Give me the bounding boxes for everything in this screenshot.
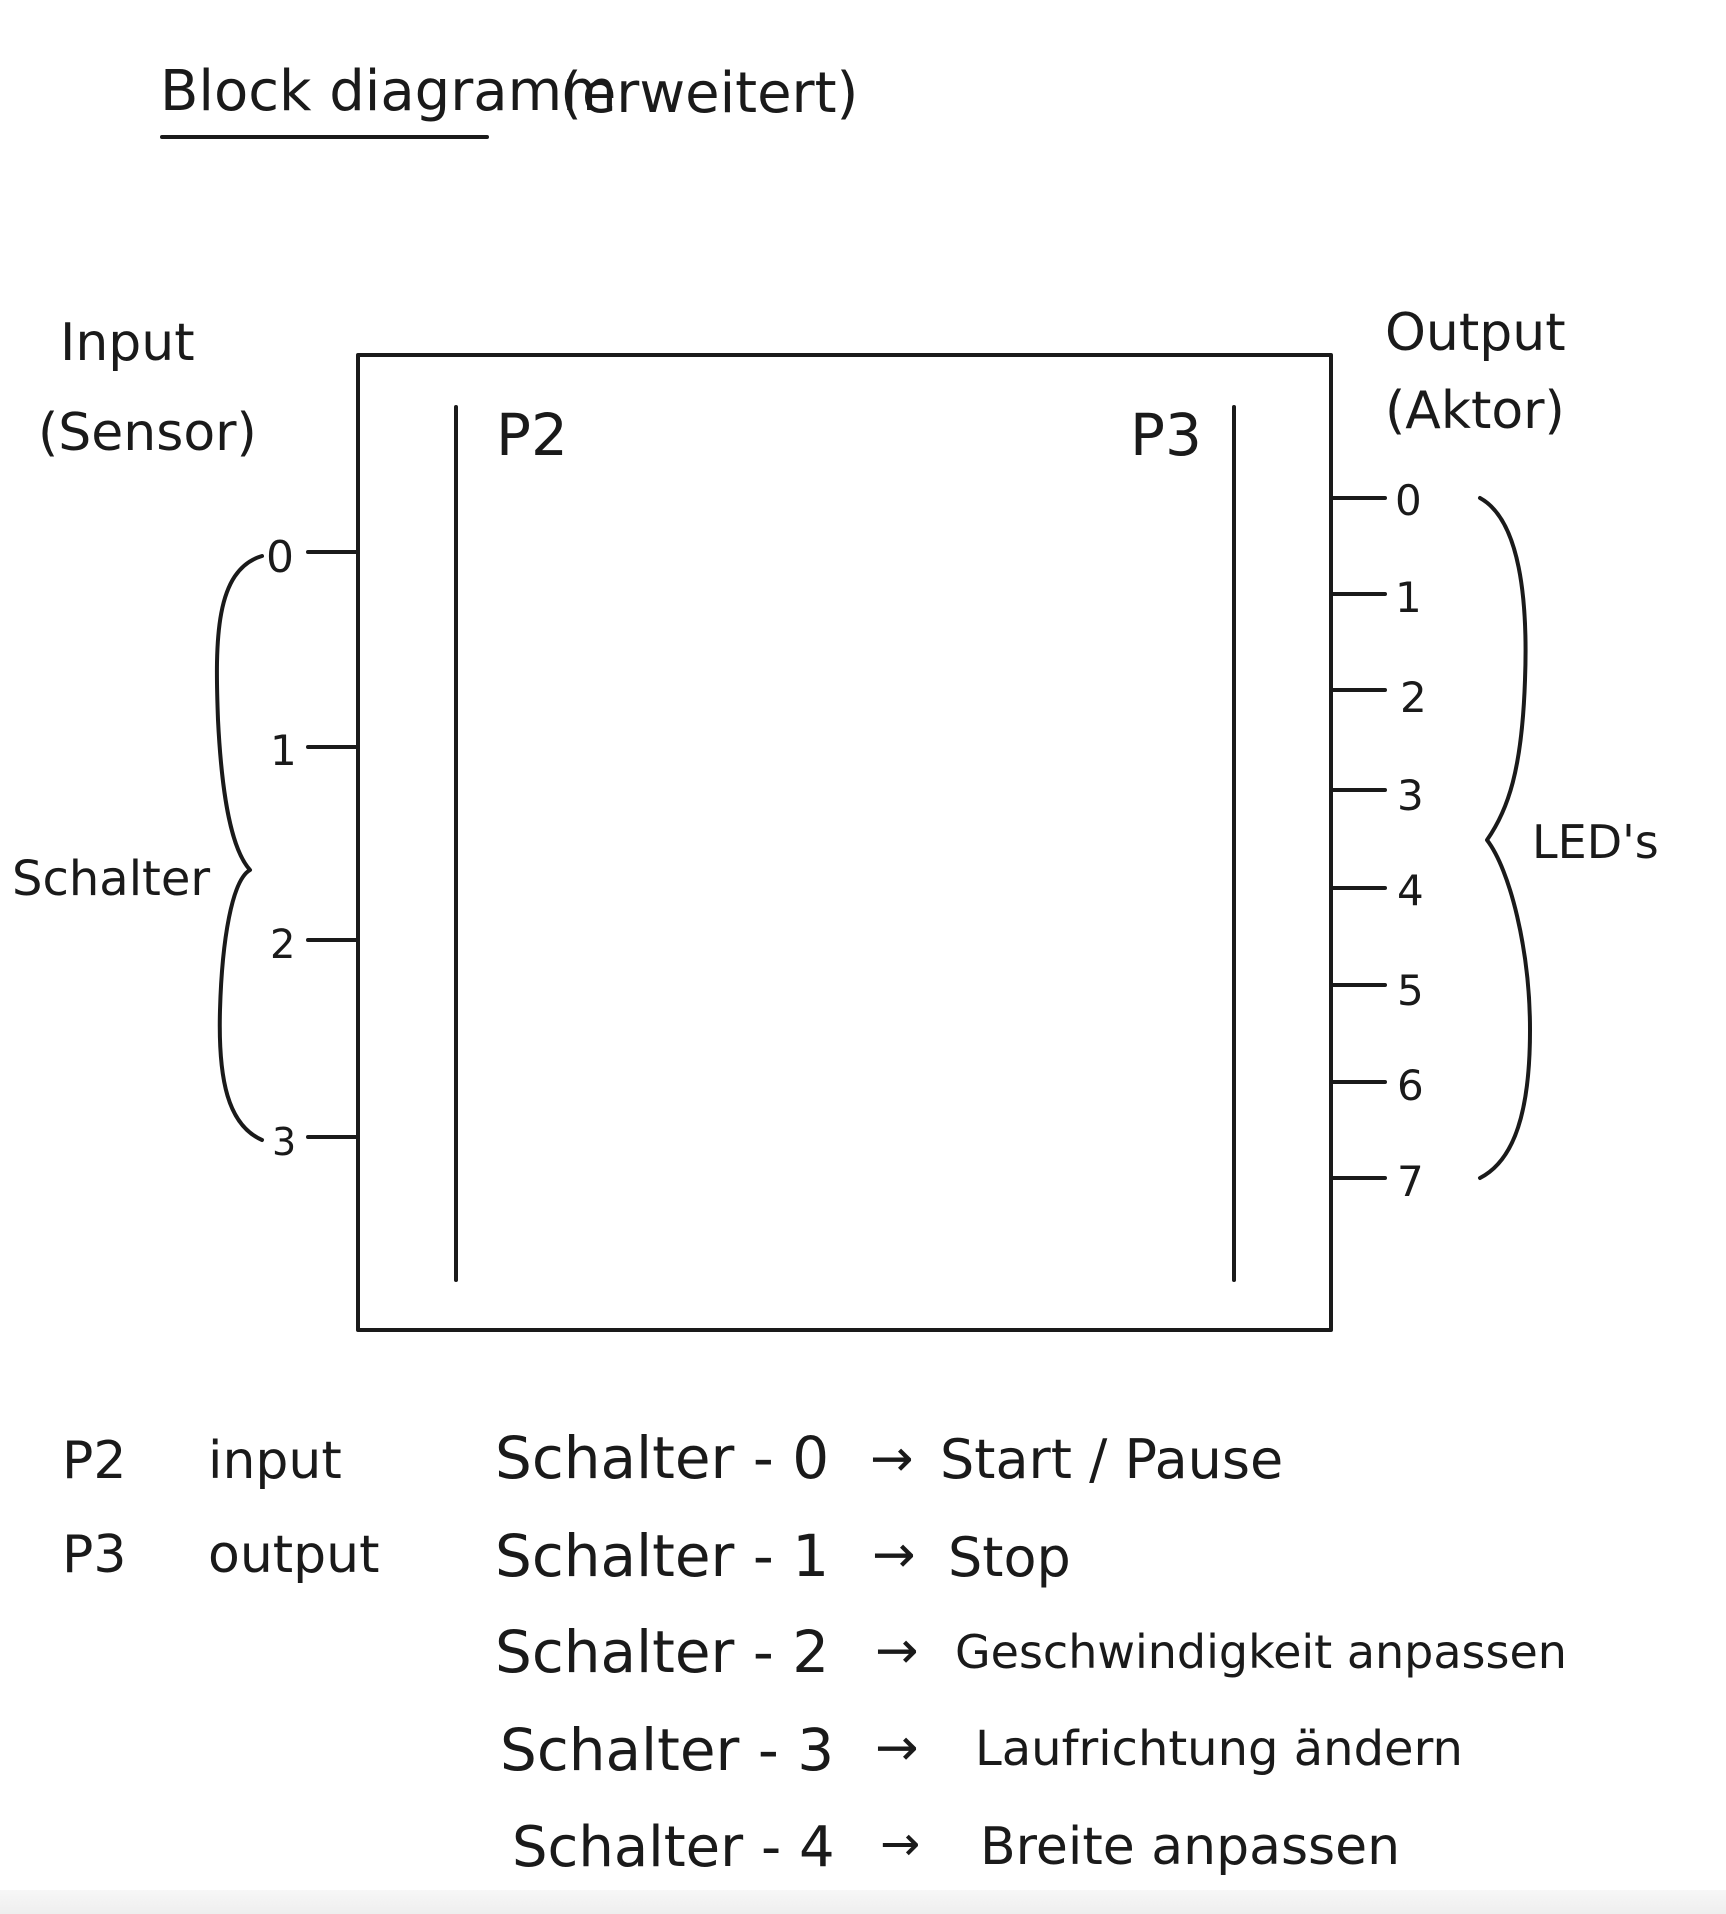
diagram-title: Block diagramm bbox=[160, 59, 617, 124]
input-pin-label-1: 1 bbox=[270, 726, 297, 775]
legend-port-p2: P2 bbox=[62, 1431, 126, 1491]
mapping-action-4: Breite anpassen bbox=[980, 1817, 1400, 1877]
mapping-action-0: Start / Pause bbox=[940, 1428, 1283, 1491]
mapping-action-2: Geschwindigkeit anpassen bbox=[955, 1625, 1567, 1679]
diagram-subtitle: (erweitert) bbox=[560, 61, 858, 126]
mapping-arrow-3: → bbox=[875, 1718, 919, 1778]
output-pin-label-1: 1 bbox=[1395, 573, 1422, 622]
port-legend: P2 input P3 output bbox=[62, 1431, 380, 1585]
microcontroller-block bbox=[356, 353, 1333, 1332]
output-group-brace bbox=[1478, 496, 1532, 1180]
mapping-action-1: Stop bbox=[948, 1526, 1071, 1589]
legend-role-p3: output bbox=[208, 1525, 380, 1585]
output-pin-label-4: 4 bbox=[1397, 866, 1424, 915]
mapping-action-3: Laufrichtung ändern bbox=[975, 1721, 1463, 1777]
output-sublabel: (Aktor) bbox=[1385, 381, 1565, 441]
output-pin-label-0: 0 bbox=[1395, 476, 1422, 525]
mapping-arrow-4: → bbox=[880, 1816, 920, 1872]
output-pin-label-7: 7 bbox=[1397, 1157, 1424, 1206]
mapping-switch-1: Schalter - 1 bbox=[495, 1522, 829, 1590]
mapping-arrow-1: → bbox=[872, 1525, 916, 1585]
input-group-brace bbox=[214, 554, 264, 1142]
input-group-label: Schalter bbox=[12, 851, 210, 907]
mapping-switch-0: Schalter - 0 bbox=[495, 1424, 829, 1492]
input-pin-label-2: 2 bbox=[270, 922, 295, 968]
output-pin-label-5: 5 bbox=[1397, 966, 1424, 1015]
input-pins: 0 1 2 3 bbox=[266, 532, 360, 1164]
input-sublabel: (Sensor) bbox=[38, 403, 257, 463]
output-pin-label-2: 2 bbox=[1400, 673, 1427, 722]
legend-role-p2: input bbox=[208, 1431, 342, 1491]
input-pin-label-3: 3 bbox=[272, 1120, 296, 1164]
output-pin-label-3: 3 bbox=[1397, 771, 1424, 820]
mapping-switch-4: Schalter - 4 bbox=[512, 1815, 835, 1880]
input-pin-label-0: 0 bbox=[266, 532, 294, 583]
port-p3-label: P3 bbox=[1130, 401, 1202, 469]
output-group-label: LED's bbox=[1532, 815, 1659, 869]
switch-mapping-list: Schalter - 0 → Start / Pause Schalter - … bbox=[495, 1424, 1567, 1880]
output-pin-label-6: 6 bbox=[1397, 1061, 1424, 1110]
input-label: Input bbox=[60, 313, 195, 373]
mapping-arrow-2: → bbox=[875, 1621, 919, 1681]
mapping-switch-2: Schalter - 2 bbox=[495, 1618, 829, 1686]
mapping-arrow-0: → bbox=[870, 1429, 914, 1489]
mapping-switch-3: Schalter - 3 bbox=[500, 1716, 834, 1784]
output-label: Output bbox=[1385, 303, 1566, 363]
bottom-edge-shade bbox=[0, 1890, 1726, 1914]
port-p2-label: P2 bbox=[496, 401, 568, 469]
legend-port-p3: P3 bbox=[62, 1525, 126, 1585]
output-pins: 0 1 2 3 4 5 6 7 bbox=[1329, 476, 1427, 1206]
